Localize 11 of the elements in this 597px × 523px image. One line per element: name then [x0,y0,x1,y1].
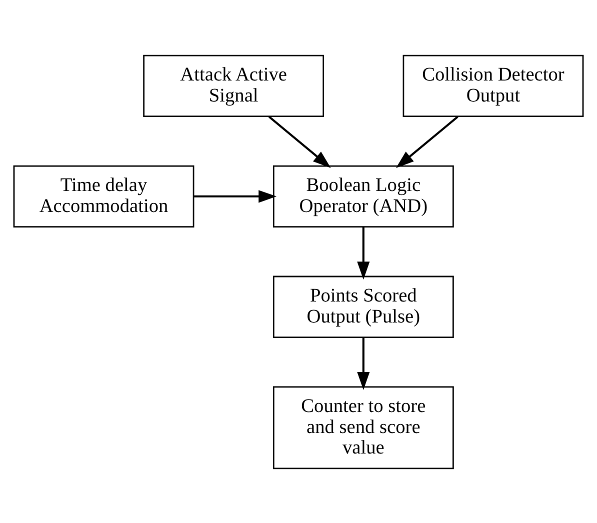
arrow [194,190,277,202]
node-box: Collision Detector Output [402,54,584,116]
node-box: Attack Active Signal [143,54,324,116]
node-box: Counter to store and send score value [272,386,454,469]
node-box: Boolean Logic Operator (AND) [272,164,454,227]
arrow [268,115,331,168]
node-box: Time delay Accommodation [13,164,194,227]
arrow [357,336,370,390]
arrow [396,115,458,168]
node-box: Points Scored Output (Pulse) [272,275,454,338]
arrow [357,226,370,280]
